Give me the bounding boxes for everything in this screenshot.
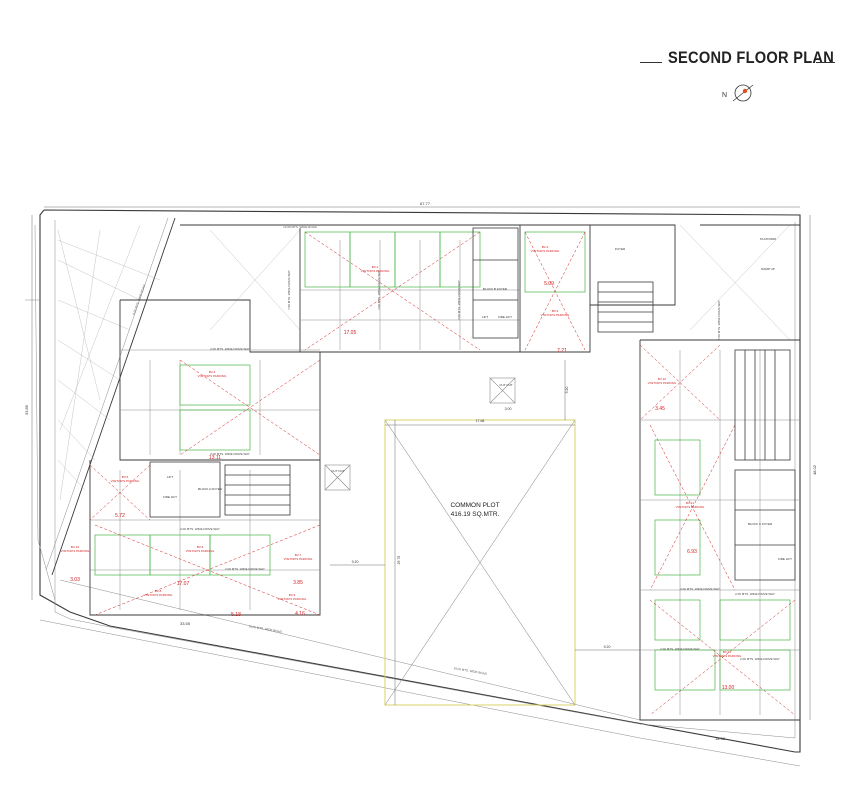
- parking-bay-label-10: VISITOR'S PARKING: [648, 381, 677, 385]
- title-block: SECOND FLOOR PLAN: [640, 42, 835, 72]
- parking-bay-label-5: VISITOR'S PARKING: [111, 479, 140, 483]
- parking-bay-code-6: BV-6: [197, 545, 204, 549]
- label-road-top: 12.00 MTS. WIDE ROAD: [283, 225, 318, 229]
- label-lift-b: LIFT: [482, 315, 488, 319]
- title-rule-left: [640, 62, 662, 63]
- label-drive-way-2: 2.00 MTS. WIDE DRIVE WAY: [210, 452, 250, 456]
- label-cut-out-1: CUT OUT: [499, 383, 512, 387]
- north-arrow-icon: N: [722, 84, 754, 102]
- parking-bay-code-12: BV-12: [723, 650, 732, 654]
- parking-bay-code-8: BV-8: [155, 589, 162, 593]
- label-block-c-foyer: BLOCK C FOYER: [748, 522, 773, 526]
- dim-plot-width: 17.68: [476, 419, 485, 423]
- building-walls: [89, 224, 801, 721]
- parking-bay-label-9: VISITOR'S PARKING: [278, 597, 307, 601]
- parking-bay-dim-11: 6.93: [687, 549, 697, 555]
- drawing-title: SECOND FLOOR PLAN: [668, 48, 835, 67]
- parking-diagonals: [89, 231, 796, 716]
- label-drive-way-9: 7.00 MTS. WIDE DRIVE WAY: [377, 270, 381, 310]
- dimension-lines: [31, 206, 811, 720]
- parking-bay-code-7: BV-7: [295, 553, 302, 557]
- dim-gap-right: 9.20: [604, 645, 611, 649]
- parking-bay-label-12: VISITOR'S PARKING: [713, 654, 742, 658]
- parking-bay-dim-6: 17.07: [177, 581, 190, 587]
- parking-bay-label-8: VISITOR'S PARKING: [144, 593, 173, 597]
- label-road-bottom-2: 18.00 MTS. WIDE ROAD: [248, 624, 283, 634]
- parking-bay-dim-12: 13.00: [722, 685, 735, 691]
- title-rule-right: [816, 62, 835, 63]
- parking-bay-code-1: BV-1: [372, 265, 379, 269]
- parking-stalls: [94, 231, 791, 691]
- parking-bay-dim-10: 3.45: [655, 406, 665, 412]
- dim-left-side: 33.85: [24, 404, 29, 415]
- north-label: N: [722, 92, 727, 99]
- label-drive-way-4: 2.00 MTS. WIDE DRIVE WAY: [225, 567, 265, 571]
- parking-bay-code-9: BV-9: [289, 593, 296, 597]
- dim-gap-vertical: 9.20: [565, 387, 569, 394]
- label-drive-way-8: 2.00 MTS. WIDE DRIVE WAY: [740, 657, 780, 661]
- text-labels: 67.77 33.85 48.02 33.55 18.38 17.68 29.76 9.20 9…: [24, 201, 817, 741]
- label-road-bottom: 18.00 MTS. WIDE ROAD: [453, 666, 488, 676]
- parking-bay-dim-5: 5.72: [115, 513, 125, 519]
- label-ramp: RAMP UP: [761, 267, 775, 271]
- label-lift-a: LIFT: [167, 475, 173, 479]
- label-road-left: 9.00 MTS. WIDE ROAD: [132, 283, 147, 315]
- parking-bay-dim-9: 4.16: [295, 611, 305, 617]
- site-lines: [57, 224, 791, 501]
- dim-cutout: 3.00: [505, 407, 512, 411]
- interior-lines: [25, 240, 800, 715]
- parking-bay-code-2: BV-2: [542, 245, 549, 249]
- parking-bay-label-6: VISITOR'S PARKING: [186, 549, 215, 553]
- common-plot-area: 416.19 SQ.MTR.: [451, 511, 500, 518]
- label-fire-lift-b: FIRE LIFT: [498, 315, 512, 319]
- label-block-a-foyer: BLOCK A FOYER: [198, 487, 223, 491]
- parking-bay-label-1: VISITOR'S PARKING: [361, 269, 390, 273]
- label-drive-way-1: 2.00 MTS. WIDE DRIVE WAY: [210, 347, 250, 351]
- dim-bottom-right: 18.38: [715, 736, 726, 741]
- common-plot: COMMON PLOT 416.19 SQ.MTR.: [384, 419, 576, 706]
- label-cut-out-2: CUT OUT: [331, 469, 344, 473]
- label-block-b-foyer: BLOCK B FOYER: [483, 287, 508, 291]
- parking-bay-dim-8: 5.18: [231, 612, 241, 618]
- label-drive-way-10: 7.00 MTS. WIDE DRIVE WAY: [457, 280, 461, 320]
- parking-bay-label-13: VISITOR'S PARKING: [61, 549, 90, 553]
- parking-bay-label-3: VISITOR'S PARKING: [541, 313, 570, 317]
- parking-bay-label-4: VISITOR'S PARKING: [198, 374, 227, 378]
- label-drive-way-3: 2.00 MTS. WIDE DRIVE WAY: [180, 527, 220, 531]
- dim-plot-height: 29.76: [397, 556, 401, 565]
- label-fire-lift-c: FIRE LIFT: [778, 557, 792, 561]
- parking-bay-code-13: BV-13: [71, 545, 80, 549]
- label-drive-way-11: 7.00 MTS. WIDE DRIVE WAY: [287, 270, 291, 310]
- parking-bay-code-3: BV-3: [552, 309, 559, 313]
- common-plot-title: COMMON PLOT: [450, 502, 499, 509]
- parking-bay-code-4: BV-4: [209, 370, 216, 374]
- parking-bay-dim-1: 17.05: [344, 330, 357, 336]
- parking-bay-dim-4: 13.11: [209, 455, 221, 461]
- parking-bay-code-5: BV-5: [122, 475, 129, 479]
- dim-right-side: 48.02: [812, 464, 817, 475]
- label-drive-way-7: 2.00 MTS. WIDE DRIVE WAY: [660, 647, 700, 651]
- dim-bottom-left: 33.55: [180, 621, 191, 626]
- parking-bay-code-10: BV-10: [658, 377, 667, 381]
- cores: [149, 227, 796, 581]
- parking-bay-code-11: BV-11: [686, 501, 694, 505]
- parking-bay-label-2: VISITOR'S PARKING: [531, 249, 560, 253]
- parking-bay-dim-13: 3.03: [70, 577, 80, 583]
- dim-top-overall: 67.77: [420, 201, 431, 206]
- label-drive-way-6: 2.00 MTS. WIDE DRIVE WAY: [735, 592, 775, 596]
- label-foyer: FOYER: [615, 247, 626, 251]
- parking-bay-label-11: VISITOR'S PARKING: [676, 505, 705, 509]
- cut-outs: [324, 377, 516, 491]
- label-fire-lift-a: FIRE LIFT: [163, 495, 177, 499]
- parking-bay-label-7: VISITOR'S PARKING: [284, 557, 313, 561]
- parking-bay-dim-3: 7.21: [557, 348, 567, 354]
- label-platform: PLATFORM: [760, 237, 777, 241]
- label-drive-way-5: 2.00 MTS. WIDE DRIVE WAY: [680, 587, 720, 591]
- parking-bay-dim-7: 3.85: [293, 580, 303, 586]
- label-drive-way-12: 7.00 MTS. WIDE DRIVE WAY: [717, 300, 721, 340]
- parking-bay-dim-2: 5.09: [544, 281, 554, 287]
- dim-gap-left: 9.20: [352, 560, 359, 564]
